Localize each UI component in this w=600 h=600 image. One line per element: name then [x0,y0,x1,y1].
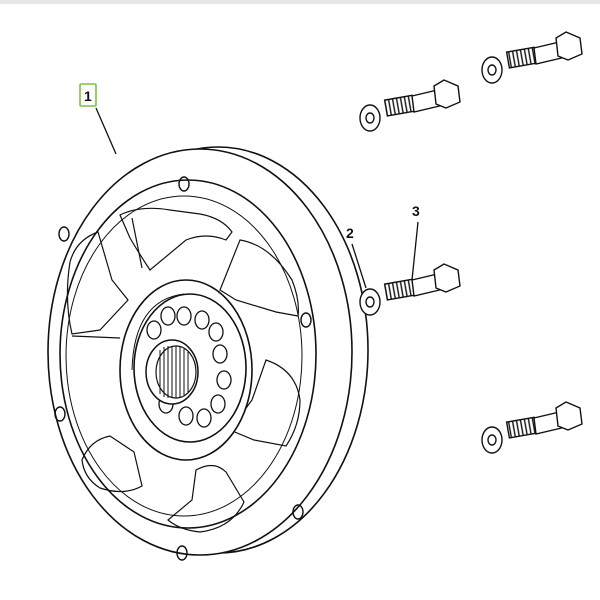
callout-1-label: 1 [84,88,92,104]
callout-1-leader [95,107,117,155]
top-divider [0,0,600,4]
flex-plate-part-1[interactable] [47,146,369,561]
callout-2[interactable]: 2 [346,225,367,289]
bolt-top-right[interactable] [481,31,583,84]
splined-center-bore [145,339,199,405]
callout-2-leader [351,243,367,289]
bolt-bottom-right[interactable] [481,401,583,454]
flex-plate-spokes [66,207,301,533]
hub-bolt-ring [146,306,232,428]
flex-plate-mounting-holes [54,176,312,561]
callout-1[interactable]: 1 [79,83,117,155]
callout-3-leader [411,221,419,281]
bolt-top-middle[interactable] [359,79,461,132]
callout-1-highlight [79,83,97,107]
bolt-part-3[interactable] [383,263,461,301]
callout-2-label: 2 [346,225,354,241]
callout-3[interactable]: 3 [411,203,420,281]
callout-3-label: 3 [412,203,420,219]
washer-part-2[interactable] [359,288,381,316]
